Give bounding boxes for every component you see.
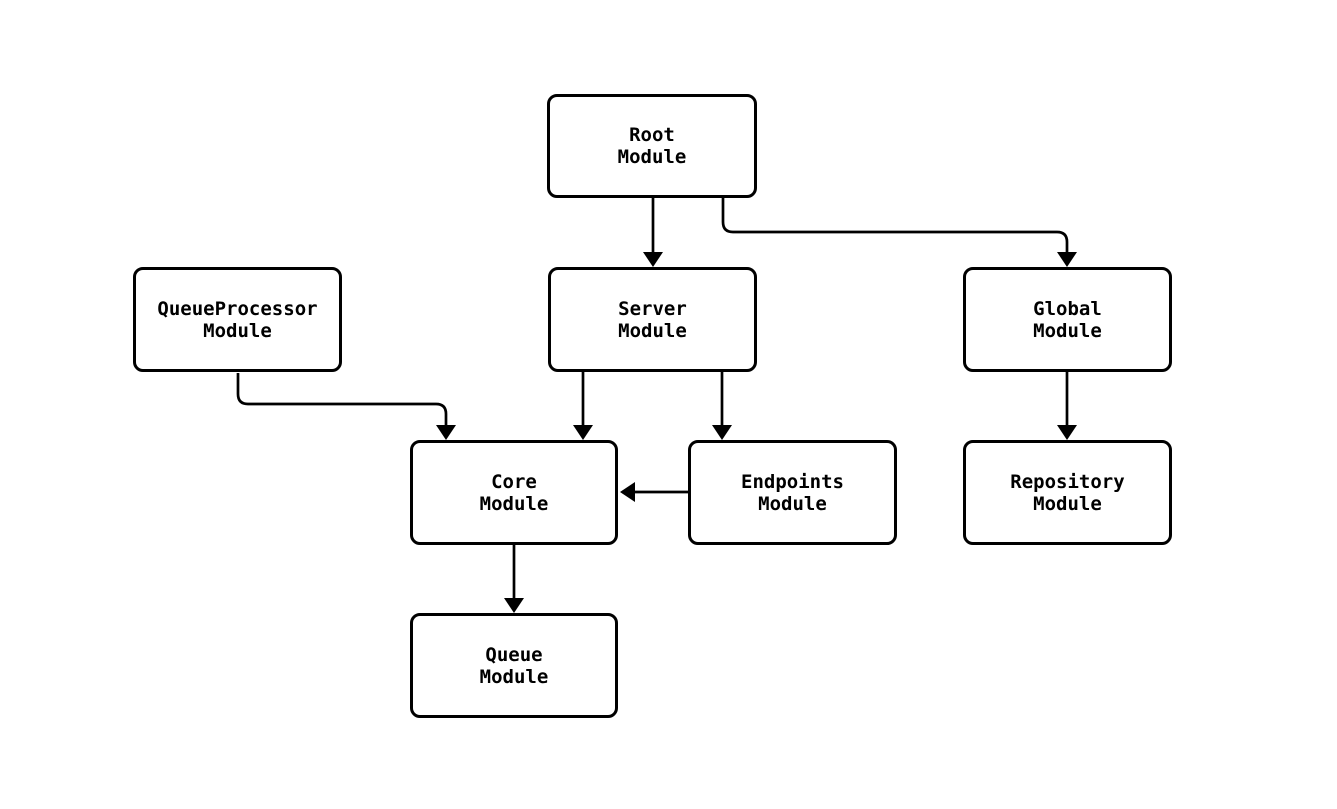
node-global-module-label-line1: Global [1033,297,1102,320]
node-queue-module-label-line1: Queue [485,643,543,666]
node-queueprocessor-module-label-line2: Module [203,319,272,342]
node-root-module-label-line1: Root [629,124,675,146]
node-core-module: Core Module [410,440,618,545]
node-repository-module-label-line2: Module [1033,492,1102,515]
node-root-module: Root Module [547,94,757,198]
node-endpoints-module-label-line1: Endpoints [741,470,844,493]
node-server-module: Server Module [548,267,757,372]
node-global-module: Global Module [963,267,1172,372]
node-server-module-label-line1: Server [618,297,687,320]
node-endpoints-module: Endpoints Module [688,440,897,545]
node-core-module-label-line2: Module [479,492,549,515]
node-queue-module: Queue Module [410,613,618,718]
node-root-module-label-line2: Module [617,146,687,168]
node-server-module-label-line2: Module [618,319,687,342]
node-queueprocessor-module: QueueProcessor Module [133,267,342,372]
node-queueprocessor-module-label-line1: QueueProcessor [157,297,318,320]
node-endpoints-module-label-line2: Module [758,492,827,515]
node-core-module-label-line1: Core [491,470,537,493]
node-global-module-label-line2: Module [1033,319,1102,342]
edge-root-to-global [721,198,1077,267]
node-queue-module-label-line2: Module [479,665,549,688]
node-repository-module-label-line1: Repository [1010,470,1125,493]
node-repository-module: Repository Module [963,440,1172,545]
edge-queueprocessor-to-core [236,373,456,440]
